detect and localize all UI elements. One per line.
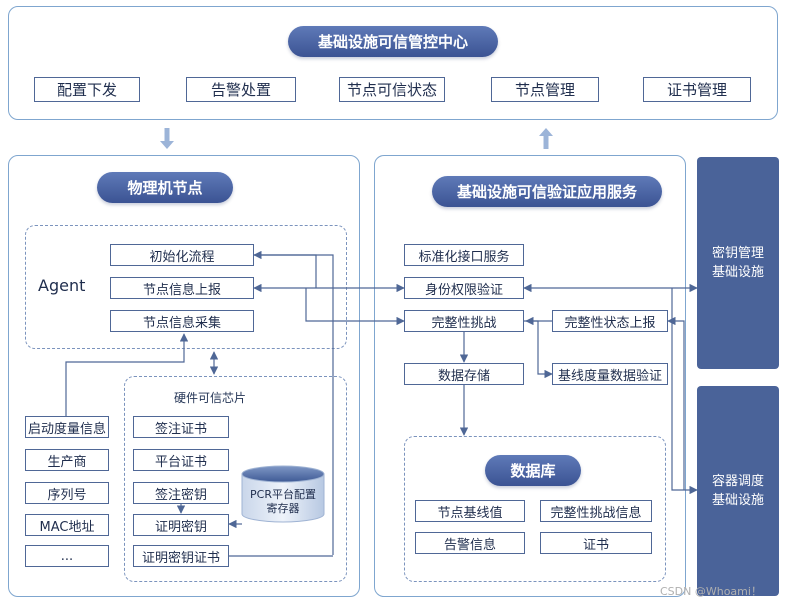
boot-measure-info-box[interactable]: 启动度量信息 xyxy=(25,416,109,438)
attestation-key-cert-box[interactable]: 证明密钥证书 xyxy=(133,545,229,567)
serial-number-box[interactable]: 序列号 xyxy=(25,482,109,504)
node-trust-status-box[interactable]: 节点可信状态 xyxy=(339,77,445,102)
data-storage-box[interactable]: 数据存储 xyxy=(404,363,524,385)
certificate-box[interactable]: 证书 xyxy=(540,532,652,554)
container-scheduling-block[interactable]: 容器调度 基础设施 xyxy=(697,386,779,596)
agent-label: Agent xyxy=(38,276,86,295)
key-management-line2: 基础设施 xyxy=(711,265,764,280)
node-info-collect-box[interactable]: 节点信息采集 xyxy=(110,310,254,332)
pcr-label-line2: 寄存器 xyxy=(266,502,300,515)
config-dispatch-box[interactable]: 配置下发 xyxy=(34,77,140,102)
watermark: CSDN @Whoami！ xyxy=(660,585,762,598)
alarm-info-box[interactable]: 告警信息 xyxy=(415,532,525,554)
manufacturer-box[interactable]: 生产商 xyxy=(25,449,109,471)
container-scheduling-line1: 容器调度 xyxy=(711,474,764,489)
standard-api-box[interactable]: 标准化接口服务 xyxy=(404,244,524,266)
key-management-line1: 密钥管理 xyxy=(711,246,764,261)
node-info-report-box[interactable]: 节点信息上报 xyxy=(110,277,254,299)
control-center-title: 基础设施可信管控中心 xyxy=(288,26,498,57)
alarm-handling-box[interactable]: 告警处置 xyxy=(186,77,296,102)
node-management-box[interactable]: 节点管理 xyxy=(491,77,599,102)
verification-service-title: 基础设施可信验证应用服务 xyxy=(432,176,662,207)
database-area xyxy=(404,436,666,582)
more-info-box[interactable]: ... xyxy=(25,545,109,567)
integrity-status-report-box[interactable]: 完整性状态上报 xyxy=(552,310,668,332)
mac-address-box[interactable]: MAC地址 xyxy=(25,514,109,536)
database-title: 数据库 xyxy=(485,455,581,486)
init-flow-box[interactable]: 初始化流程 xyxy=(110,244,254,266)
node-baseline-box[interactable]: 节点基线值 xyxy=(415,500,525,522)
trusted-control-center-panel xyxy=(8,6,778,120)
cert-management-box[interactable]: 证书管理 xyxy=(643,77,751,102)
hardware-chip-title: 硬件可信芯片 xyxy=(174,391,247,405)
challenge-info-box[interactable]: 完整性挑战信息 xyxy=(540,500,652,522)
attestation-key-box[interactable]: 证明密钥 xyxy=(133,514,229,536)
physical-node-title: 物理机节点 xyxy=(97,172,233,203)
hardware-chip-area xyxy=(124,376,347,582)
identity-auth-box[interactable]: 身份权限验证 xyxy=(404,277,524,299)
key-management-block[interactable]: 密钥管理 基础设施 xyxy=(697,157,779,369)
integrity-challenge-box[interactable]: 完整性挑战 xyxy=(404,310,524,332)
container-scheduling-line2: 基础设施 xyxy=(711,493,764,508)
baseline-verify-box[interactable]: 基线度量数据验证 xyxy=(552,363,668,385)
endorsement-key-box[interactable]: 签注密钥 xyxy=(133,482,229,504)
platform-cert-box[interactable]: 平台证书 xyxy=(133,449,229,471)
endorsement-cert-box[interactable]: 签注证书 xyxy=(133,416,229,438)
